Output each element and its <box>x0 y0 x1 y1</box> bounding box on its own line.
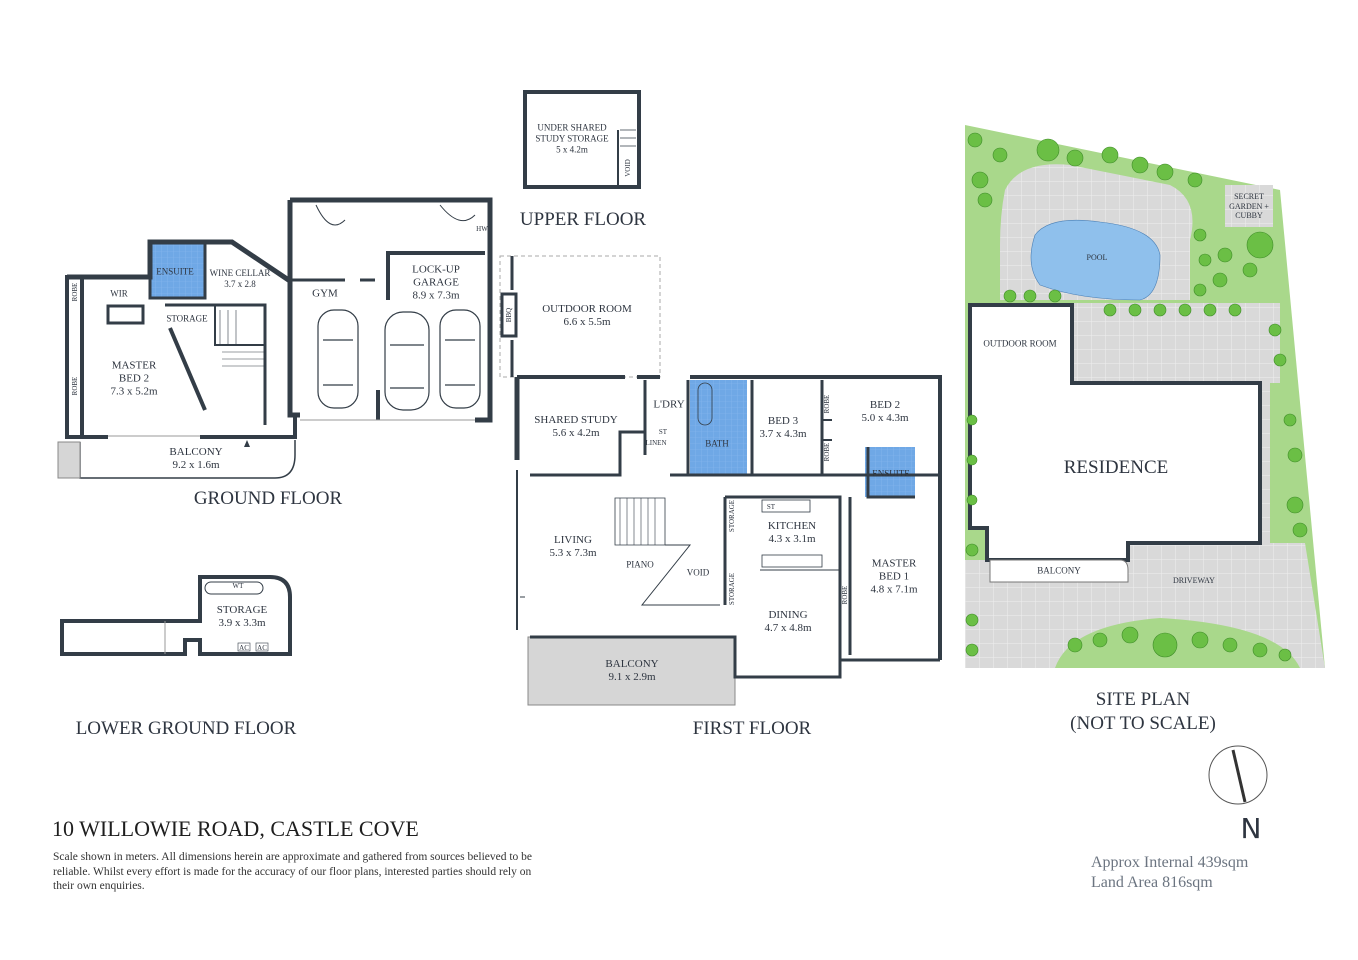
room-dims: 8.9 x 7.3m <box>412 289 460 302</box>
site-plan-title: SITE PLAN <box>1095 689 1191 710</box>
room-dims: 5 x 4.2m <box>556 144 588 155</box>
storage-st-label: ST <box>658 428 668 436</box>
room-name: MASTER BED 2 <box>111 359 157 385</box>
room-outdoor-room: OUTDOOR ROOM 6.6 x 5.5m <box>542 303 632 329</box>
room-dims: 9.2 x 1.6m <box>172 459 220 471</box>
room-wine-cellar: WINE CELLAR 3.7 x 2.8 <box>210 268 271 290</box>
room-ensuite: ENSUITE <box>872 468 910 479</box>
room-name: DINING <box>768 609 808 621</box>
car-icons <box>317 309 481 411</box>
room-storage: STORAGE <box>728 572 736 606</box>
floor-title-first: FIRST FLOOR <box>692 718 812 739</box>
room-robe: ROBE <box>841 585 849 605</box>
site-plan-subtitle: (NOT TO SCALE) <box>1070 713 1216 734</box>
room-name: SHARED STUDY <box>534 414 618 426</box>
room-master-bed-2: MASTER BED 2 7.3 x 5.2m <box>104 360 164 399</box>
room-name: MASTER BED 1 <box>871 557 917 583</box>
room-master-bed-1: MASTER BED 1 4.8 x 7.1m <box>864 558 924 597</box>
void-label: VOID <box>686 567 710 578</box>
room-storage: STORAGE <box>728 499 736 533</box>
floor-title-ground: GROUND FLOOR <box>193 488 343 509</box>
driveway-label: DRIVEWAY <box>1173 576 1215 585</box>
room-name: WINE CELLAR <box>209 268 271 278</box>
north-label: N <box>1240 812 1262 845</box>
area-summary: Approx Internal 439sqm Land Area 816sqm <box>1091 853 1248 893</box>
room-dims: 4.3 x 3.1m <box>768 533 816 545</box>
room-kitchen: KITCHEN 4.3 x 3.1m <box>768 520 816 546</box>
room-dining: DINING 4.7 x 4.8m <box>764 609 811 635</box>
ac-label: AC <box>239 644 249 652</box>
north-arrow-icon <box>1208 745 1268 805</box>
room-dims: 4.8 x 7.1m <box>870 583 918 596</box>
tree-icons <box>965 132 1308 662</box>
site-plan-drawing <box>965 125 1325 668</box>
secret-garden-label: SECRET GARDEN + CUBBY <box>1229 191 1269 220</box>
residence-label: RESIDENCE <box>1063 457 1169 478</box>
hot-water-label: HW <box>476 225 488 233</box>
room-dims: 4.7 x 4.8m <box>764 622 812 634</box>
room-void: VOID <box>624 159 632 177</box>
room-linen: LINEN <box>645 439 667 447</box>
site-balcony-label: BALCONY <box>1037 565 1081 576</box>
room-gym: GYM <box>312 287 338 300</box>
room-shared-study: SHARED STUDY 5.6 x 4.2m <box>534 414 617 440</box>
room-name: BALCONY <box>169 446 223 458</box>
room-robe: ROBE <box>71 282 79 302</box>
room-dims: 5.0 x 4.3m <box>861 412 909 424</box>
room-name: KITCHEN <box>767 520 817 532</box>
internal-area: Approx Internal 439sqm <box>1091 854 1249 871</box>
room-storage: STORAGE <box>166 313 208 324</box>
room-living: LIVING 5.3 x 7.3m <box>549 534 596 560</box>
room-dims: 6.6 x 5.5m <box>563 316 611 328</box>
floor-title-lower-ground: LOWER GROUND FLOOR <box>75 718 297 739</box>
room-name: STORAGE <box>216 604 268 616</box>
ground-floor-plan <box>57 197 493 479</box>
room-laundry: L'DRY <box>653 398 685 411</box>
room-dims: 7.3 x 5.2m <box>110 385 158 398</box>
room-name: LIVING <box>554 534 592 546</box>
room-balcony: BALCONY 9.1 x 2.9m <box>605 658 658 684</box>
room-name: LOCK-UP GARAGE <box>412 263 460 289</box>
room-bed-3: BED 3 3.7 x 4.3m <box>759 415 806 441</box>
room-name: OUTDOOR ROOM <box>542 303 632 315</box>
room-bed-2: BED 2 5.0 x 4.3m <box>861 399 908 425</box>
first-floor-plan <box>499 255 942 706</box>
ac-label: AC <box>257 644 267 652</box>
room-name: BED 3 <box>767 415 799 427</box>
pool-label: POOL <box>1086 253 1108 262</box>
room-name: UNDER SHARED STUDY STORAGE <box>535 122 609 144</box>
floor-title-upper: UPPER FLOOR <box>519 209 647 230</box>
disclaimer-text: Scale shown in meters. All dimensions he… <box>53 851 533 892</box>
land-area: Land Area 816sqm <box>1091 874 1213 891</box>
room-under-study-storage: UNDER SHARED STUDY STORAGE 5 x 4.2m <box>527 123 617 156</box>
storage-st-label: ST <box>766 503 776 511</box>
room-dims: 5.3 x 7.3m <box>549 547 597 559</box>
room-robe: ROBE <box>71 376 79 396</box>
water-tank-label: WT <box>232 582 244 590</box>
room-robe: ROBE <box>823 394 831 414</box>
room-garage: LOCK-UP GARAGE 8.9 x 7.3m <box>406 264 466 303</box>
room-robe: ROBE <box>823 442 831 462</box>
room-name: BALCONY <box>605 658 659 670</box>
property-address: 10 WILLOWIE ROAD, CASTLE COVE <box>52 816 419 841</box>
room-bath: BATH <box>705 438 729 449</box>
room-dims: 9.1 x 2.9m <box>608 671 656 683</box>
room-name: BED 2 <box>869 399 901 411</box>
upper-floor-plan <box>523 90 641 189</box>
site-outdoor-room-label: OUTDOOR ROOM <box>983 338 1057 349</box>
room-dims: 5.6 x 4.2m <box>552 427 600 439</box>
room-storage-lower: STORAGE 3.9 x 3.3m <box>217 604 268 630</box>
room-dims: 3.9 x 3.3m <box>218 617 266 629</box>
room-wir: WIR <box>110 288 128 299</box>
bbq-label: BBQ <box>505 307 513 323</box>
lower-ground-floor-plan <box>60 575 292 656</box>
room-dims: 3.7 x 2.8 <box>224 279 256 289</box>
room-balcony: BALCONY 9.2 x 1.6m <box>169 446 222 472</box>
room-dims: 3.7 x 4.3m <box>759 428 807 440</box>
room-ensuite: ENSUITE <box>156 266 194 277</box>
piano-label: PIANO <box>626 559 654 570</box>
